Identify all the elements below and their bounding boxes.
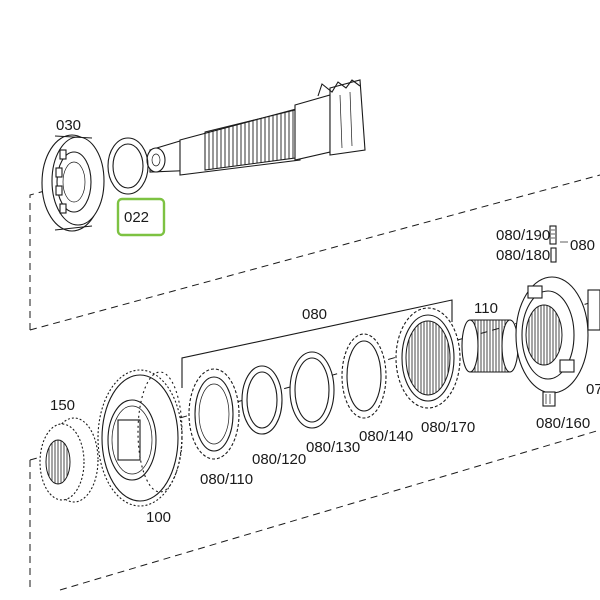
label-080-160: 080/160 — [536, 415, 590, 432]
block-080-160 — [542, 391, 556, 407]
label-100: 100 — [146, 509, 171, 526]
ring-080-120 — [241, 365, 283, 435]
shim-022 — [107, 137, 149, 195]
label-080-130: 080/130 — [306, 439, 360, 456]
synchro-hub — [515, 276, 600, 394]
label-080-edge: 080 — [570, 237, 595, 254]
ring-080-140 — [341, 333, 387, 419]
label-110: 110 — [474, 300, 498, 317]
label-150: 150 — [50, 397, 75, 414]
label-080-170: 080/170 — [421, 419, 475, 436]
label-080-110: 080/110 — [200, 471, 253, 488]
label-080-190: 080/190 — [496, 227, 550, 244]
bearing-030 — [41, 134, 105, 232]
sleeve-080-170 — [395, 307, 461, 409]
ring-080-130 — [289, 351, 335, 429]
label-07: 07 — [586, 381, 600, 398]
label-080-180: 080/180 — [496, 247, 550, 264]
bracket-080 — [181, 299, 453, 388]
ring-080-110 — [188, 368, 240, 460]
label-080-140: 080/140 — [359, 428, 413, 445]
pin-080-180 — [550, 247, 557, 263]
highlight-box-022 — [116, 197, 166, 237]
input-shaft — [146, 79, 366, 176]
gear-100 — [97, 369, 183, 507]
label-080: 080 — [302, 306, 327, 323]
needle-bearing-110 — [461, 319, 519, 373]
label-080-120: 080/120 — [252, 451, 306, 468]
spring-080-190 — [549, 225, 557, 245]
label-030: 030 — [56, 117, 81, 134]
gear-150 — [39, 417, 99, 503]
bearing-rollers — [55, 149, 67, 214]
label-022: 022 — [124, 209, 149, 226]
